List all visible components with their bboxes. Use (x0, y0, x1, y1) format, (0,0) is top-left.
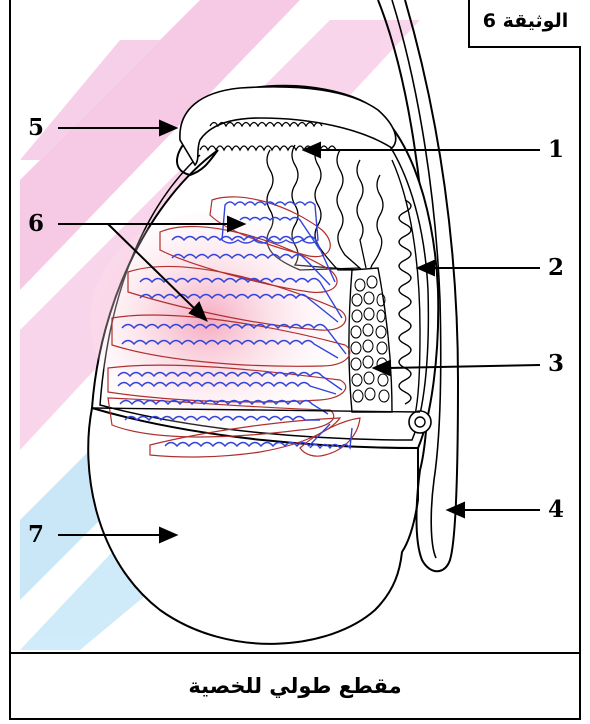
caption-row: مقطع طولي للخصية (9, 652, 581, 720)
label-5: 5 (28, 114, 44, 141)
label-4: 4 (548, 496, 564, 523)
document-title-box: الوثيقة 6 (468, 0, 581, 48)
label-6: 6 (28, 210, 44, 237)
document-title: الوثيقة 6 (470, 10, 581, 32)
figure-caption: مقطع طولي للخصية (9, 674, 581, 698)
label-1: 1 (548, 136, 564, 163)
label-2: 2 (548, 254, 564, 281)
label-7: 7 (28, 521, 44, 548)
figure-frame (9, 0, 581, 720)
label-3: 3 (548, 350, 564, 377)
